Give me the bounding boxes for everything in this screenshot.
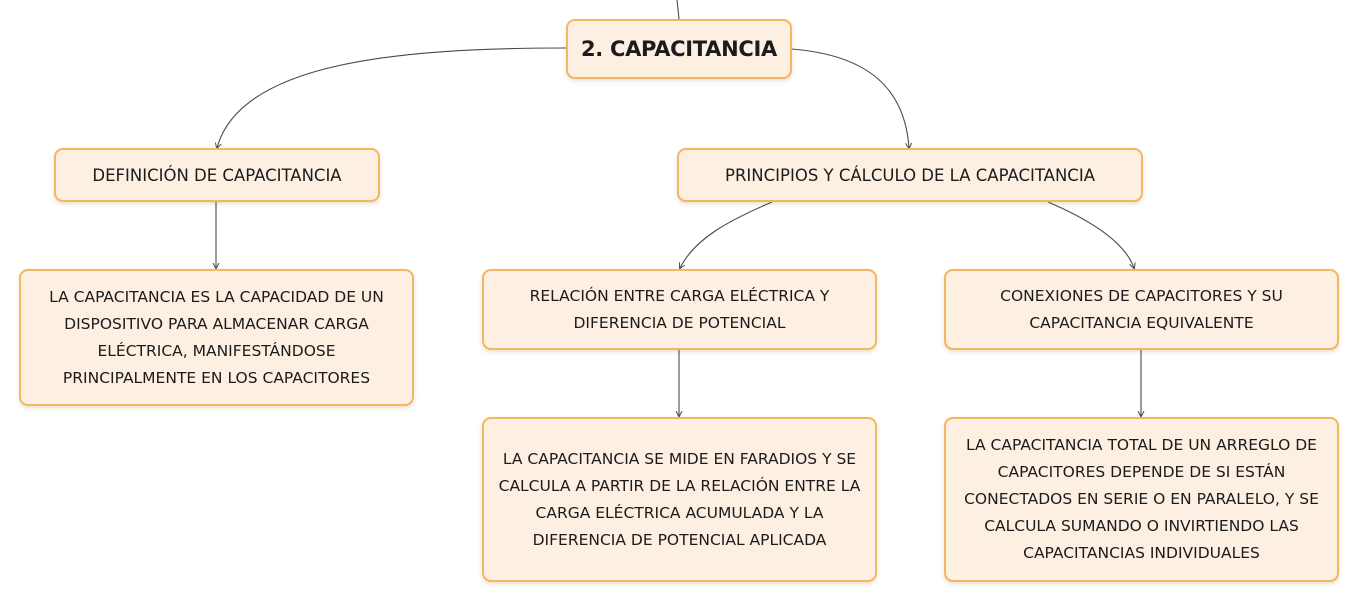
connector-principles-to-relation <box>680 201 773 268</box>
root-label: 2. CAPACITANCIA <box>580 37 777 61</box>
connections-text-node[interactable]: LA CAPACITANCIA TOTAL DE UN ARREGLO DE C… <box>944 417 1339 582</box>
connector-principles-to-connections <box>1047 201 1134 268</box>
connector-parent-to-root <box>676 0 680 20</box>
connections-text: LA CAPACITANCIA TOTAL DE UN ARREGLO DE C… <box>964 436 1319 562</box>
principles-node[interactable]: PRINCIPIOS Y CÁLCULO DE LA CAPACITANCIA <box>677 148 1143 202</box>
relation-text-node[interactable]: LA CAPACITANCIA SE MIDE EN FARADIOS Y SE… <box>482 417 877 582</box>
connections-node[interactable]: CONEXIONES DE CAPACITORES Y SU CAPACITAN… <box>944 269 1339 350</box>
connections-title: CONEXIONES DE CAPACITORES Y SU CAPACITAN… <box>1000 286 1283 332</box>
relation-title: RELACIÓN ENTRE CARGA ELÉCTRICA Y DIFEREN… <box>529 286 830 332</box>
definition-node[interactable]: DEFINICIÓN DE CAPACITANCIA <box>54 148 380 202</box>
definition-title: DEFINICIÓN DE CAPACITANCIA <box>92 165 342 185</box>
connector-root-to-definition <box>217 47 568 148</box>
connector-root-to-principles <box>790 48 909 148</box>
relation-node[interactable]: RELACIÓN ENTRE CARGA ELÉCTRICA Y DIFEREN… <box>482 269 877 350</box>
root-node[interactable]: 2. CAPACITANCIA <box>566 19 792 79</box>
definition-text: LA CAPACITANCIA ES LA CAPACIDAD DE UN DI… <box>49 287 384 387</box>
relation-text: LA CAPACITANCIA SE MIDE EN FARADIOS Y SE… <box>498 449 861 549</box>
principles-title: PRINCIPIOS Y CÁLCULO DE LA CAPACITANCIA <box>725 165 1095 185</box>
definition-text-node[interactable]: LA CAPACITANCIA ES LA CAPACIDAD DE UN DI… <box>19 269 414 406</box>
